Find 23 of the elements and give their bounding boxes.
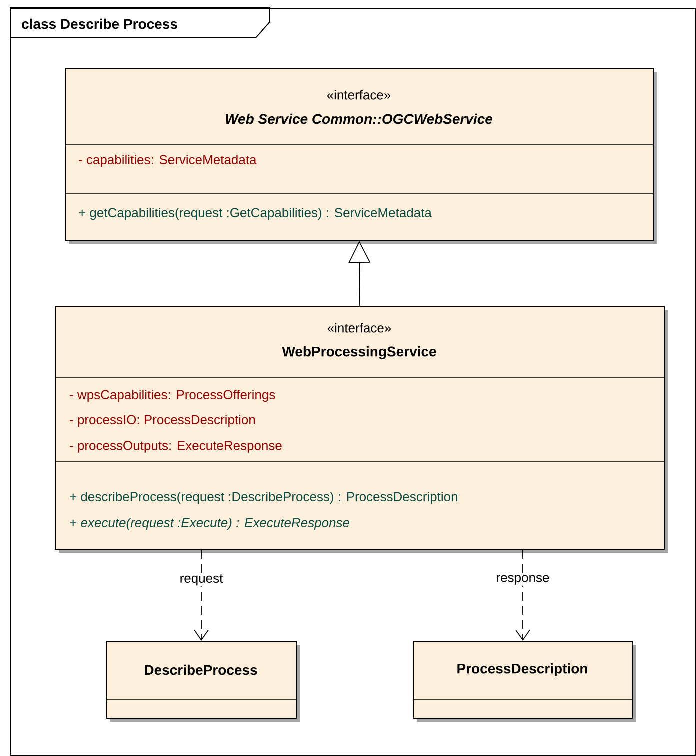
- class-name: ProcessDescription: [458, 663, 588, 677]
- attribute-text: - capabilities: ServiceMetadata: [79, 154, 257, 168]
- frame-title: class Describe Process: [22, 18, 178, 30]
- operation-text: + execute(request :Execute) : ExecuteResponse: [70, 518, 350, 530]
- stereotype-label: «interface»: [327, 90, 391, 100]
- class-name: DescribeProcess: [145, 664, 258, 676]
- edge-label: response: [497, 575, 550, 585]
- class-box: [106, 641, 300, 722]
- stereotype-label: «interface»: [328, 323, 392, 333]
- diagram-frame: [10, 8, 696, 756]
- class-box: [64, 68, 657, 244]
- attribute-text: - processIO: ProcessDescription: [70, 414, 256, 428]
- attribute-text: - wpsCapabilities: ProcessOfferings: [70, 390, 276, 402]
- operation-text: + describeProcess(request :DescribeProcess) : ProcessDescription: [70, 492, 458, 504]
- class-name: WebProcessingService: [282, 346, 436, 360]
- class-box: [54, 306, 668, 553]
- class-name: Web Service Common::OGCWebService: [226, 114, 493, 124]
- operation-text: + getCapabilities(request :GetCapabilities) : ServiceMetadata: [79, 208, 432, 220]
- class-box: [412, 641, 636, 722]
- arrow: [194, 550, 209, 641]
- edge-label: request: [180, 574, 224, 586]
- arrow: [516, 550, 530, 641]
- attribute-text: - processOutputs: ExecuteResponse: [70, 441, 282, 453]
